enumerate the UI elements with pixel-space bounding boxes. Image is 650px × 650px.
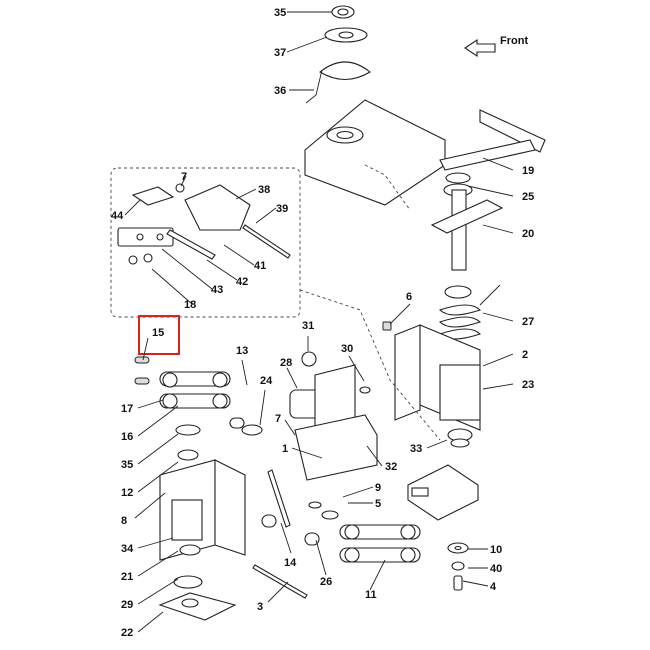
callout-20: 20: [522, 228, 534, 240]
callout-22: 22: [121, 627, 133, 639]
callout-7: 7: [181, 171, 187, 183]
callout-24: 24: [260, 375, 273, 387]
callout-29: 29: [121, 599, 133, 611]
callout-3: 3: [257, 601, 263, 613]
callout-25: 25: [522, 191, 534, 203]
rods-bottom: [252, 469, 421, 599]
callout-26: 26: [320, 576, 332, 588]
callout-41: 41: [254, 260, 266, 272]
callout-30: 30: [341, 343, 353, 355]
callout-40: 40: [490, 563, 502, 575]
callout-44: 44: [111, 210, 124, 222]
callout-10: 10: [490, 544, 502, 556]
callout-18: 18: [184, 299, 196, 311]
highlight-box: [138, 315, 180, 355]
leader-lines: [124, 11, 514, 633]
callout-8: 8: [121, 515, 127, 527]
callout-43: 43: [211, 284, 223, 296]
top-assembly: [304, 5, 446, 211]
callout-31: 31: [302, 320, 314, 332]
callout-4: 4: [490, 581, 497, 593]
callout-38: 38: [258, 184, 270, 196]
callout-39: 39: [276, 203, 288, 215]
front-arrow: Front: [464, 35, 528, 58]
callout-17: 17: [121, 403, 133, 415]
callout-35b: 35: [121, 459, 133, 471]
callout-15: 15: [152, 327, 164, 339]
callout-33: 33: [410, 443, 422, 455]
front-label: Front: [500, 35, 528, 47]
callout-7b: 7: [275, 413, 281, 425]
callout-42: 42: [236, 276, 248, 288]
left-bracket: [158, 424, 246, 621]
callout-16: 16: [121, 431, 133, 443]
callout-1: 1: [282, 443, 288, 455]
callout-35: 35: [274, 7, 286, 19]
callout-2: 2: [522, 349, 528, 361]
callout-34: 34: [121, 543, 134, 555]
callout-21: 21: [121, 571, 133, 583]
callout-9: 9: [375, 482, 381, 494]
callout-13: 13: [236, 345, 248, 357]
callout-14: 14: [284, 557, 297, 569]
callout-23: 23: [522, 379, 534, 391]
motor-assembly: [289, 351, 378, 481]
right-column: [430, 109, 546, 340]
roller-links: [134, 356, 263, 436]
callout-37: 37: [274, 47, 286, 59]
inset-detail: [110, 167, 441, 441]
callout-36: 36: [274, 85, 286, 97]
callout-6: 6: [406, 291, 412, 303]
fasteners: [382, 321, 469, 591]
callout-19: 19: [522, 165, 534, 177]
callout-labels: 35 37 36 19 25 20 27 2 23 33 6 38 39 41 …: [111, 7, 534, 639]
callout-28: 28: [280, 357, 292, 369]
callout-11: 11: [365, 589, 377, 601]
right-bracket: [394, 324, 481, 521]
callout-12: 12: [121, 487, 133, 499]
callout-32: 32: [385, 461, 397, 473]
callout-5: 5: [375, 498, 381, 510]
callout-27: 27: [522, 316, 534, 328]
